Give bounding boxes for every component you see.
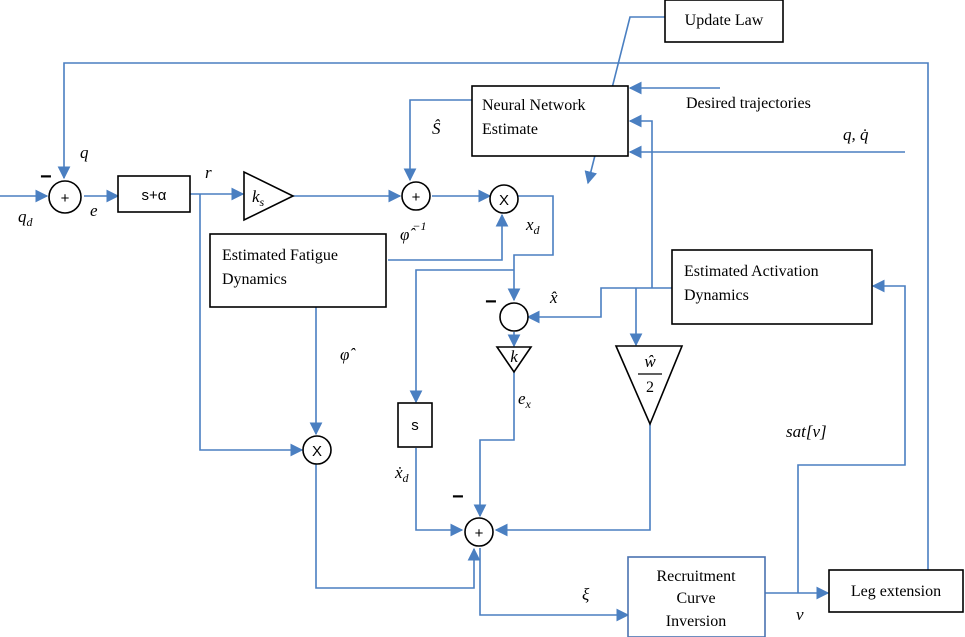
signal-xdot-d: ẋd: [394, 463, 410, 485]
controller-block: s+α: [117, 175, 191, 213]
activation-label-line2: Dynamics: [684, 287, 749, 304]
signal-xd: xd: [525, 215, 541, 237]
nn-label-line2: Estimate: [482, 121, 538, 138]
signal-x-hat: x̂: [549, 288, 558, 307]
signal-ex: ex: [518, 389, 532, 411]
signal-e: e: [90, 201, 98, 220]
minus-sign-xi: −: [452, 486, 464, 508]
signal-xi: ξ: [582, 585, 590, 604]
signal-wires: [0, 16, 929, 622]
leg-extension-label: Leg extension: [851, 583, 941, 600]
sum-junction-error: +: [48, 180, 82, 214]
recruitment-label-line1: Recruitment: [656, 568, 736, 585]
sum-junction-nn: +: [401, 181, 431, 211]
w-hat-label: ŵ: [644, 352, 656, 371]
activation-label-line1: Estimated Activation: [684, 263, 819, 280]
multiplier-phi: X: [302, 435, 332, 465]
desired-trajectories-label: Desired trajectories: [686, 95, 811, 112]
svg-text:X: X: [312, 443, 322, 460]
fatigue-block: Estimated Fatigue Dynamics: [209, 233, 387, 308]
recruitment-block: Recruitment Curve Inversion: [627, 556, 766, 637]
controller-label: s+α: [142, 187, 167, 204]
minus-sign-ex: −: [485, 291, 497, 313]
activation-block: Estimated Activation Dynamics: [671, 249, 873, 325]
recruitment-label-line3: Inversion: [666, 613, 726, 630]
differentiator-label: s: [411, 417, 419, 434]
signal-phi-inverse: φ̂−1: [400, 219, 427, 244]
leg-extension-block: Leg extension: [828, 569, 964, 613]
svg-text:+: +: [475, 525, 484, 542]
two-label: 2: [646, 379, 654, 396]
multiplier-xd: X: [489, 184, 519, 214]
signal-qd: qd: [18, 207, 34, 229]
neural-network-block: Neural Network Estimate: [471, 85, 629, 157]
k-gain-label: k: [510, 347, 518, 366]
sum-junction-xi: +: [464, 517, 494, 547]
svg-text:+: +: [61, 190, 70, 207]
ks-gain-triangle: ks: [243, 170, 295, 222]
svg-text:+: +: [412, 189, 421, 206]
ks-gain-label: ks: [252, 187, 265, 209]
k-gain-triangle: k: [495, 346, 533, 374]
fatigue-label-line1: Estimated Fatigue: [222, 247, 338, 264]
fatigue-label-line2: Dynamics: [222, 271, 287, 288]
update-law-label: Update Law: [685, 12, 764, 29]
w-half-gain-triangle: ŵ 2: [614, 345, 684, 427]
signal-q-qdot: q, q̇: [843, 125, 869, 144]
signal-s-hat: Ŝ: [432, 119, 441, 138]
signal-q: q: [80, 143, 89, 162]
differentiator-block: s: [397, 402, 433, 448]
update-law-block: Update Law: [664, 0, 784, 43]
nn-label-line1: Neural Network: [482, 97, 586, 114]
signal-nu: ν: [796, 605, 804, 624]
minus-sign-error: −: [40, 166, 52, 188]
svg-text:X: X: [499, 192, 509, 209]
signal-phi-hat: φ̂: [340, 345, 356, 364]
sum-junction-ex: [499, 302, 529, 332]
signal-sat-v: sat[v]: [786, 422, 827, 441]
recruitment-label-line2: Curve: [676, 590, 715, 607]
signal-r: r: [205, 163, 212, 182]
